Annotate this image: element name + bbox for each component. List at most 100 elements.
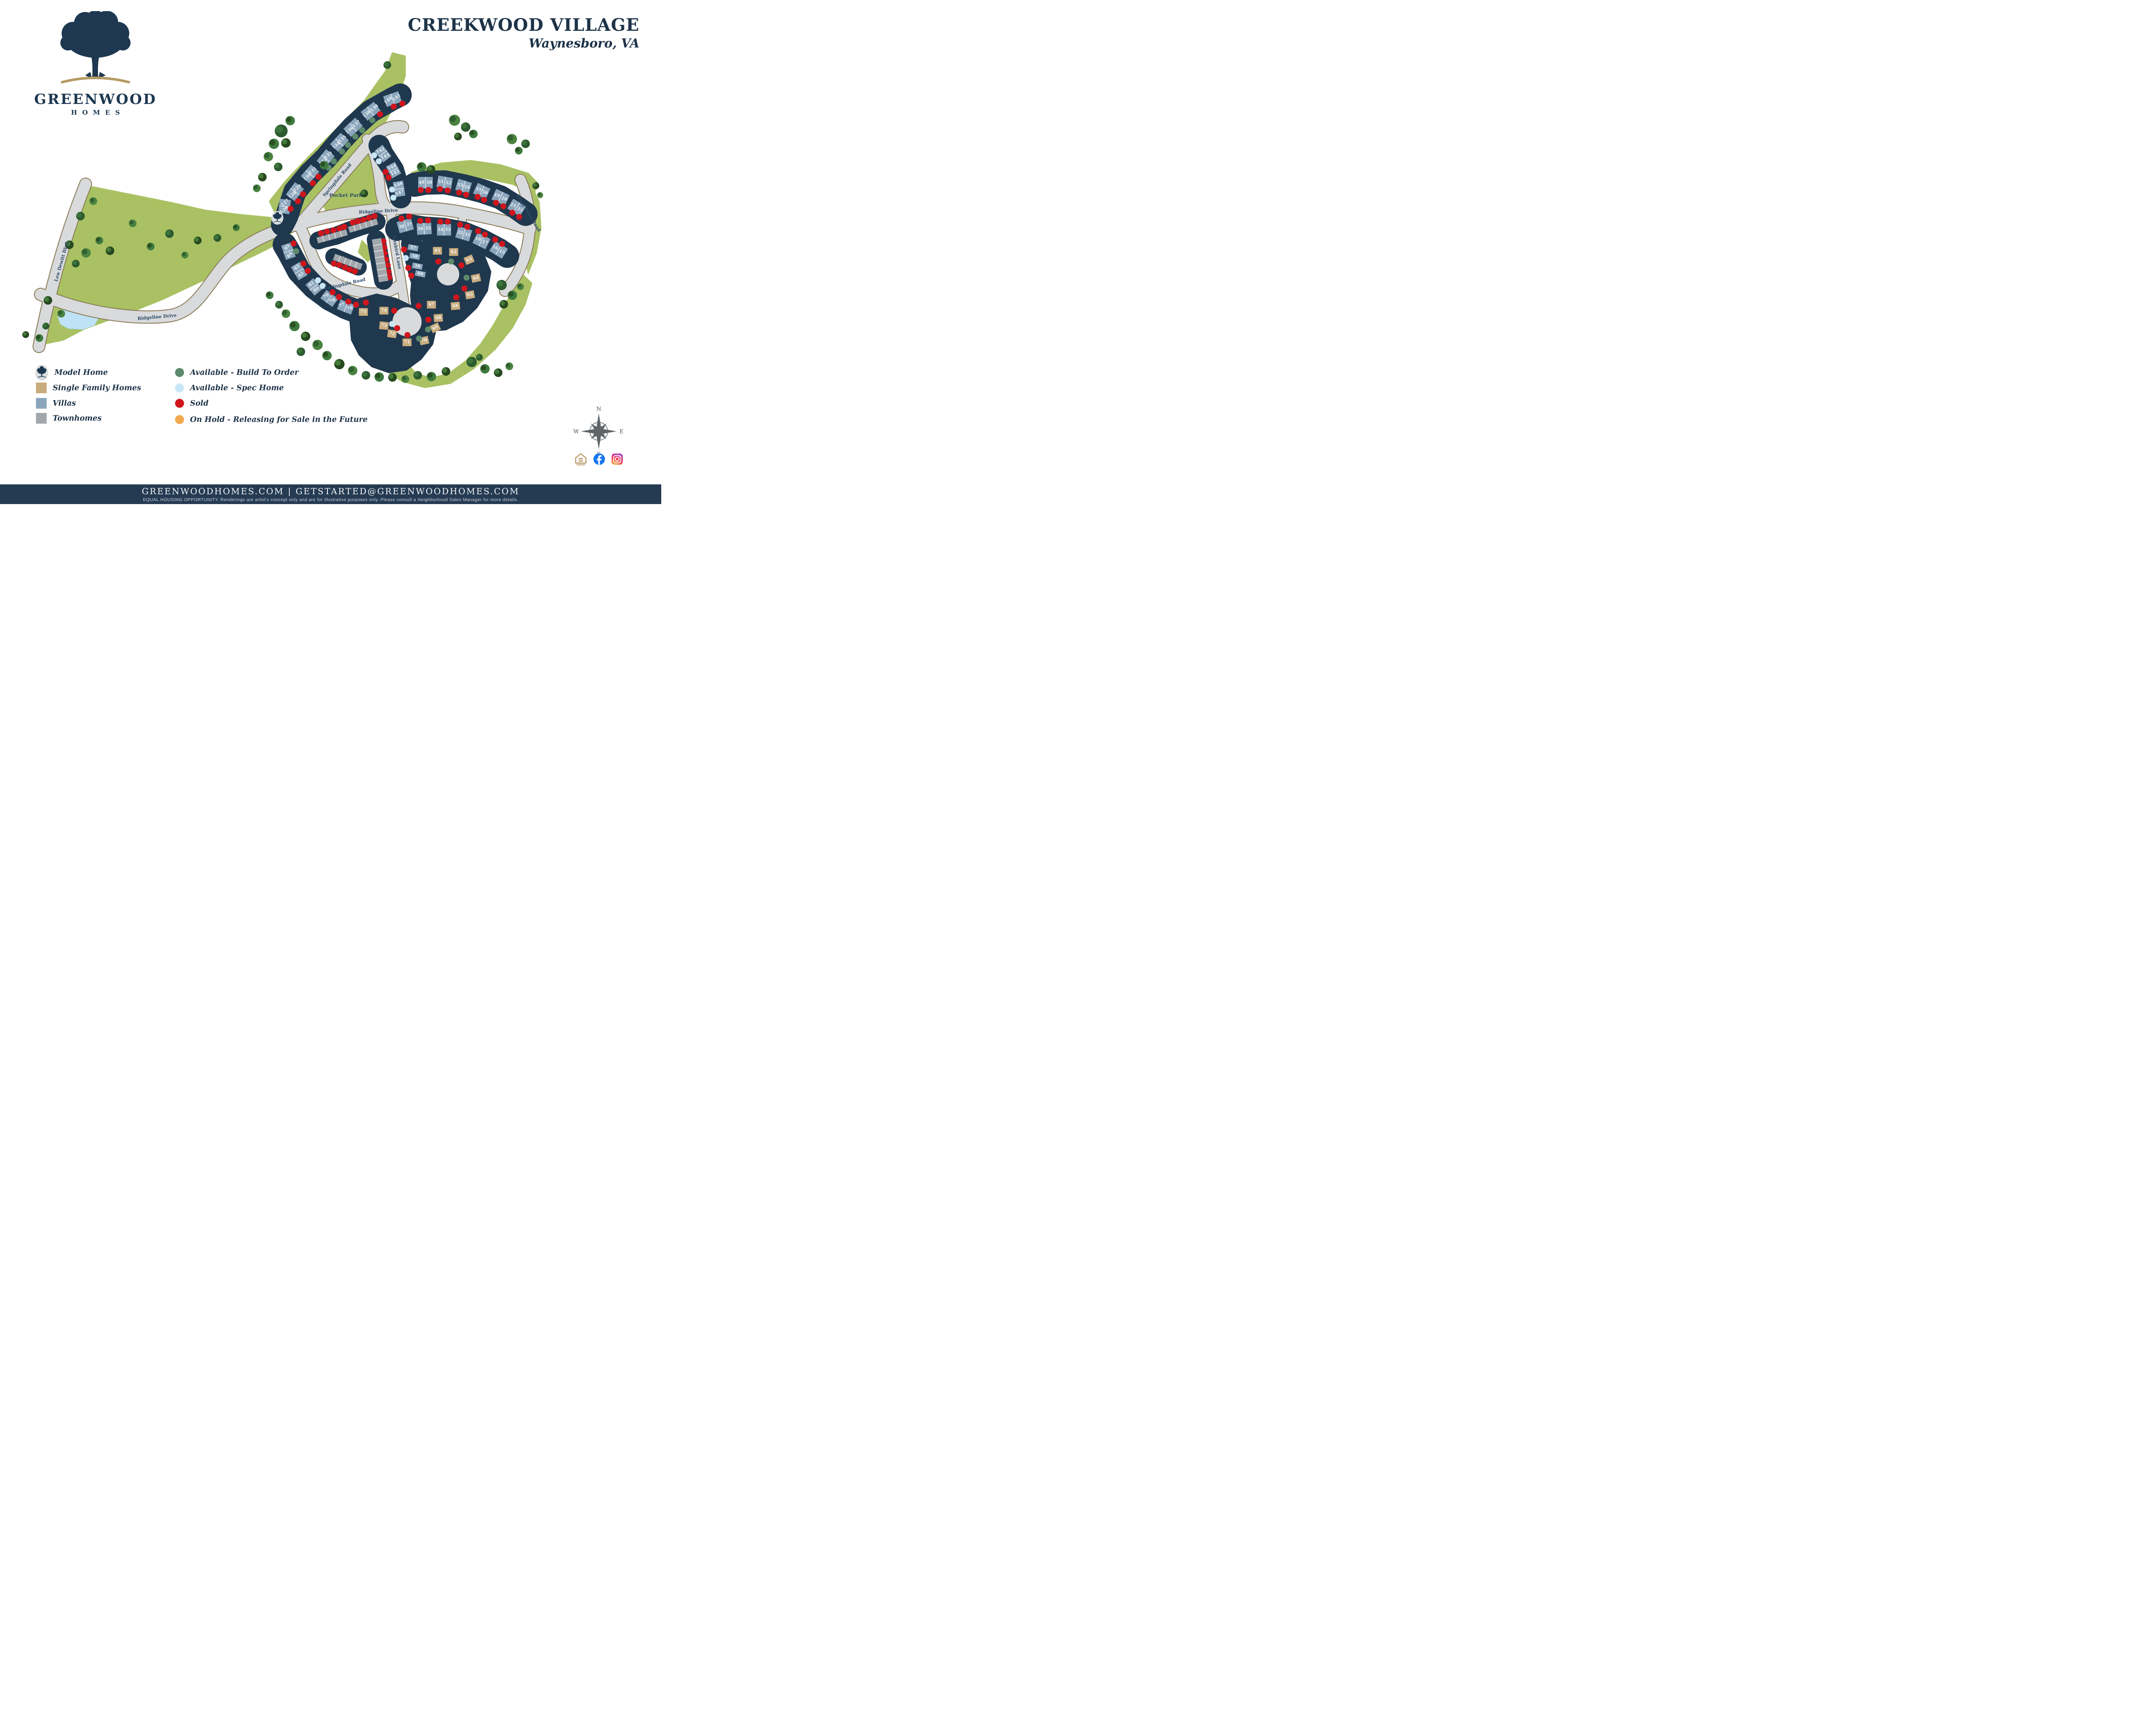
- springdale-road-upper: [297, 121, 408, 227]
- lot-53-status-sold: [456, 190, 462, 196]
- site-map: 1261271281291301311321331341351361371381…: [22, 52, 543, 388]
- tree-icon: [388, 373, 397, 382]
- lot-22-number: 22: [516, 206, 523, 213]
- lot-138-status-bto: [369, 117, 375, 123]
- tree-icon: [89, 197, 97, 205]
- tree-icon: [129, 220, 137, 227]
- houses-layer: [278, 91, 526, 346]
- lot-21-status-sold: [509, 210, 515, 216]
- building-79-78: [320, 290, 339, 307]
- facebook-icon: [593, 453, 605, 465]
- lot-86-status-sold: [331, 261, 337, 267]
- roundabout: [437, 263, 459, 285]
- tree-icon: [264, 152, 273, 161]
- tree-icon: [454, 133, 462, 140]
- lot-133-status-bto: [331, 158, 337, 164]
- lot-33-status-sold: [445, 219, 451, 225]
- lot-143-status-spec: [376, 158, 382, 164]
- tree-icon: [507, 134, 517, 144]
- lot-82-status-sold: [305, 268, 311, 274]
- logo-tree-icon: [60, 10, 131, 83]
- lot-91-status-sold: [386, 274, 392, 280]
- equal-housing-icon: [575, 453, 587, 466]
- house-68: [433, 314, 443, 322]
- lot-55-number: 55: [475, 187, 482, 192]
- title-block: CREEKWOOD VILLAGE Waynesboro, VA: [408, 16, 639, 51]
- lot-61-number: 61: [434, 249, 440, 253]
- lot-51-number: 51: [438, 180, 444, 184]
- lot-19-status-sold: [493, 200, 499, 206]
- house-69: [429, 322, 441, 333]
- lot-52-number: 52: [446, 181, 452, 185]
- lot-54-number: 54: [464, 185, 470, 190]
- lot-75-status-sold: [363, 300, 369, 306]
- lot-49-status-sold: [418, 187, 424, 193]
- lot-66-number: 66: [452, 303, 459, 309]
- lot-36-number: 36: [417, 226, 423, 231]
- lot-70-status-bto: [416, 335, 422, 341]
- lot-54-status-sold: [463, 192, 469, 198]
- lot-71-status-sold: [404, 332, 410, 338]
- building-34-33: [437, 224, 451, 236]
- house-58: [409, 252, 421, 260]
- lot-16-number: 16: [492, 244, 499, 251]
- tree-icon: [258, 173, 267, 181]
- lot-78-status-sold: [336, 294, 342, 300]
- social-icons: [574, 453, 623, 466]
- lot-147-status-spec: [390, 195, 396, 201]
- building-83-82: [291, 262, 308, 280]
- lot-65-number: 65: [467, 292, 473, 297]
- building-49-50: [418, 177, 433, 189]
- tree-icon: [505, 362, 513, 370]
- tree-icon: [401, 375, 409, 383]
- lot-58-number: 58: [411, 253, 418, 259]
- building-81-80: [305, 278, 323, 296]
- lot-146-status-spec: [389, 187, 395, 193]
- house-75: [359, 308, 368, 316]
- lot-33-number: 33: [445, 227, 451, 232]
- tree-icon: [461, 122, 470, 132]
- building-36-35: [416, 223, 432, 235]
- lot-90-status-sold: [352, 268, 358, 274]
- lot-37-status-sold: [406, 214, 412, 220]
- community-location: Waynesboro, VA: [529, 36, 639, 50]
- lot-97-status-sold: [380, 238, 386, 244]
- lot-60-number: 60: [417, 271, 424, 276]
- lot-20-number: 20: [501, 196, 508, 202]
- building-142-143: [374, 145, 392, 163]
- lot-18-status-sold: [475, 228, 481, 234]
- lot-49-number: 49: [419, 180, 425, 185]
- lot-17-status-sold: [482, 231, 488, 237]
- lot-140-status-sold: [391, 104, 397, 110]
- lot-137-status-bto: [359, 127, 365, 133]
- model-home-marker-icon: [271, 211, 283, 225]
- lot-51-status-sold: [437, 186, 443, 192]
- lot-135-status-bto: [345, 142, 351, 148]
- lot-88-status-sold: [342, 264, 348, 270]
- instagram-icon: [612, 454, 623, 465]
- lot-62-number: 62: [451, 250, 457, 255]
- compass-w: W: [573, 429, 579, 435]
- lot-72-number: 72: [389, 331, 395, 337]
- lot-58-status-spec: [403, 255, 409, 261]
- lot-31-status-sold: [464, 224, 470, 230]
- tree-icon: [532, 182, 539, 189]
- tree-icon: [476, 354, 483, 361]
- building-146-147: [392, 181, 406, 197]
- lot-63-status-sold: [458, 262, 464, 268]
- lot-87-status-sold: [336, 262, 342, 268]
- lot-52-status-sold: [445, 187, 451, 193]
- lot-69-status-bto: [425, 326, 431, 332]
- lot-35-status-sold: [425, 217, 431, 223]
- lot-139-status-sold: [377, 111, 383, 117]
- lot-15-status-sold: [499, 241, 505, 247]
- tree-icon: [322, 351, 332, 360]
- building-128-129: [285, 182, 304, 202]
- lot-92-status-sold: [386, 269, 392, 275]
- tree-icon: [266, 291, 273, 299]
- house-64: [470, 273, 482, 283]
- tree-icon: [499, 300, 508, 309]
- tree-icon: [281, 138, 291, 148]
- tree-icon: [449, 115, 460, 126]
- house-71: [402, 338, 412, 346]
